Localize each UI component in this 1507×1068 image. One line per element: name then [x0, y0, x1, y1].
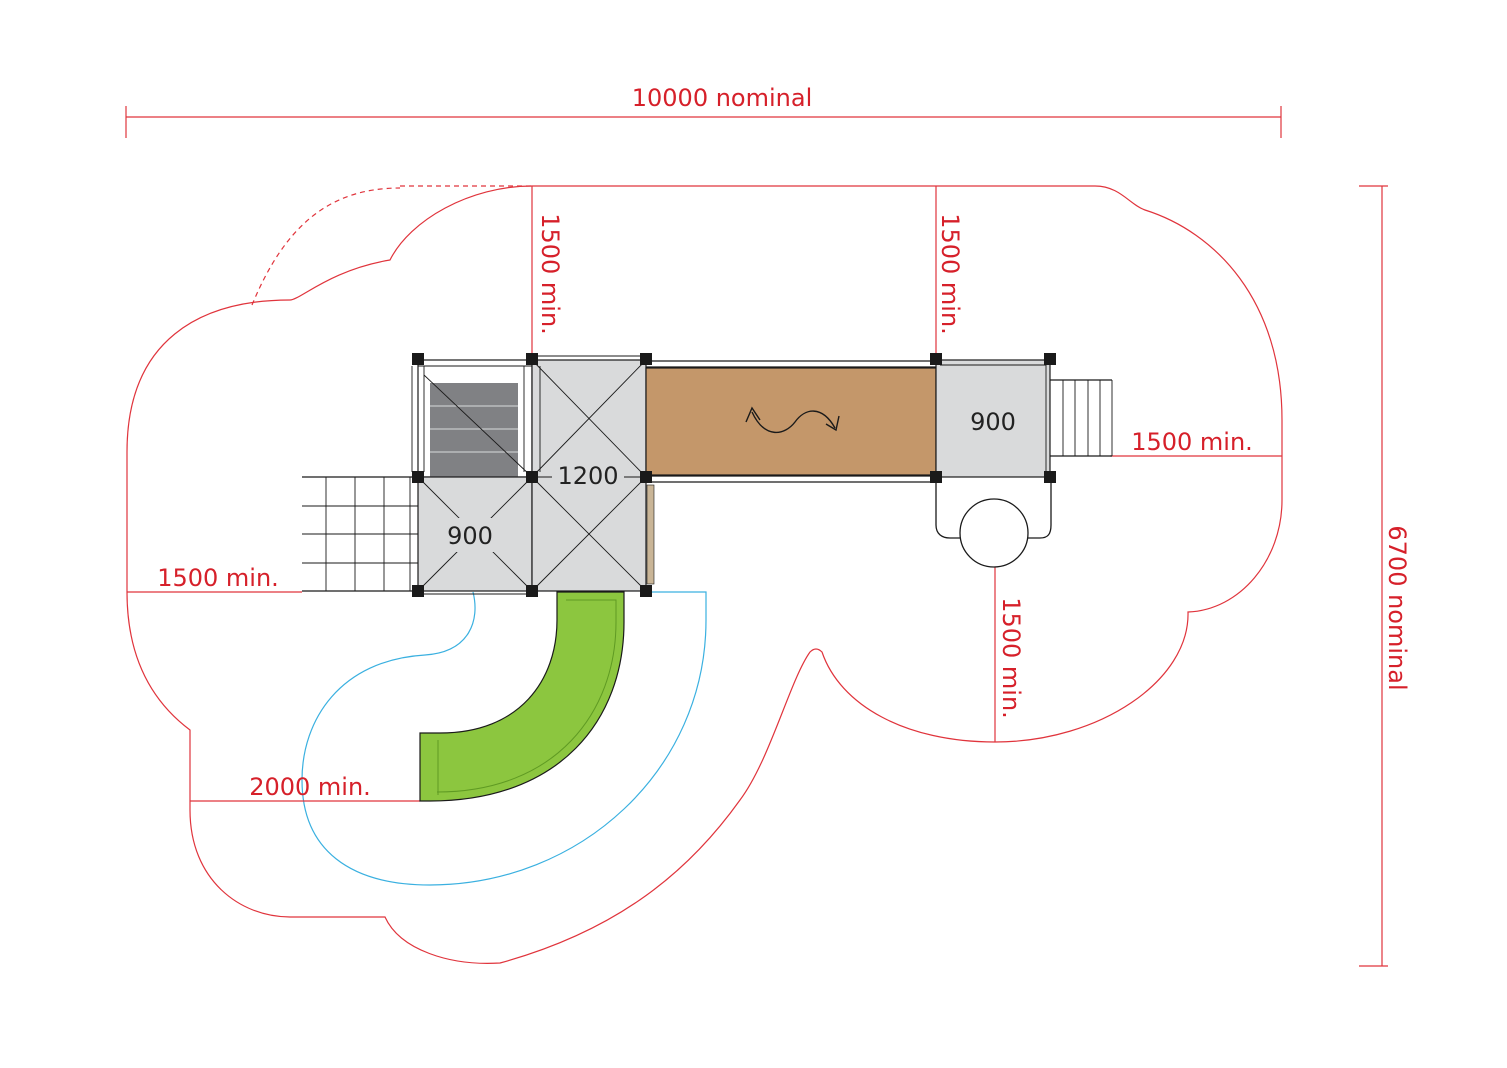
overall-width-label: 10000 nominal — [632, 84, 813, 112]
right-clearance-label: 1500 min. — [1131, 428, 1253, 456]
center-deck-label: 1200 — [557, 462, 618, 490]
top-left-clearance-label: 1500 min. — [536, 213, 564, 335]
wheel-icon — [959, 498, 1029, 568]
overall-width-dimension: 10000 nominal — [125, 84, 1282, 138]
slide-exit-clearance-label: 2000 min. — [249, 773, 371, 801]
left-deck: 900 — [417, 476, 533, 595]
overall-depth-dimension: 6700 nominal — [1359, 185, 1411, 967]
curved-slide — [419, 591, 625, 802]
left-clearance-label: 1500 min. — [157, 564, 279, 592]
right-deck: 900 — [935, 359, 1051, 478]
overall-depth-label: 6700 nominal — [1383, 525, 1411, 690]
left-deck-label: 900 — [447, 522, 493, 550]
posts — [412, 353, 1056, 597]
left-climbing-net — [302, 476, 418, 592]
center-deck: 1200 — [531, 355, 655, 592]
clearance-lines — [127, 186, 1282, 802]
top-right-clearance-label: 1500 min. — [936, 213, 964, 335]
right-ladder — [1050, 379, 1113, 457]
right-deck-label: 900 — [970, 408, 1016, 436]
wheel-panel — [935, 477, 1052, 568]
wavy-double-arrow-icon — [745, 406, 840, 434]
slide-runout-zone — [301, 591, 707, 886]
safety-zone-outline — [126, 185, 1283, 964]
bottom-right-clearance-label: 1500 min. — [997, 597, 1025, 719]
stair-tower — [411, 359, 533, 478]
stair-steps — [430, 383, 518, 477]
side-panel — [646, 484, 655, 585]
bridge — [645, 360, 937, 483]
